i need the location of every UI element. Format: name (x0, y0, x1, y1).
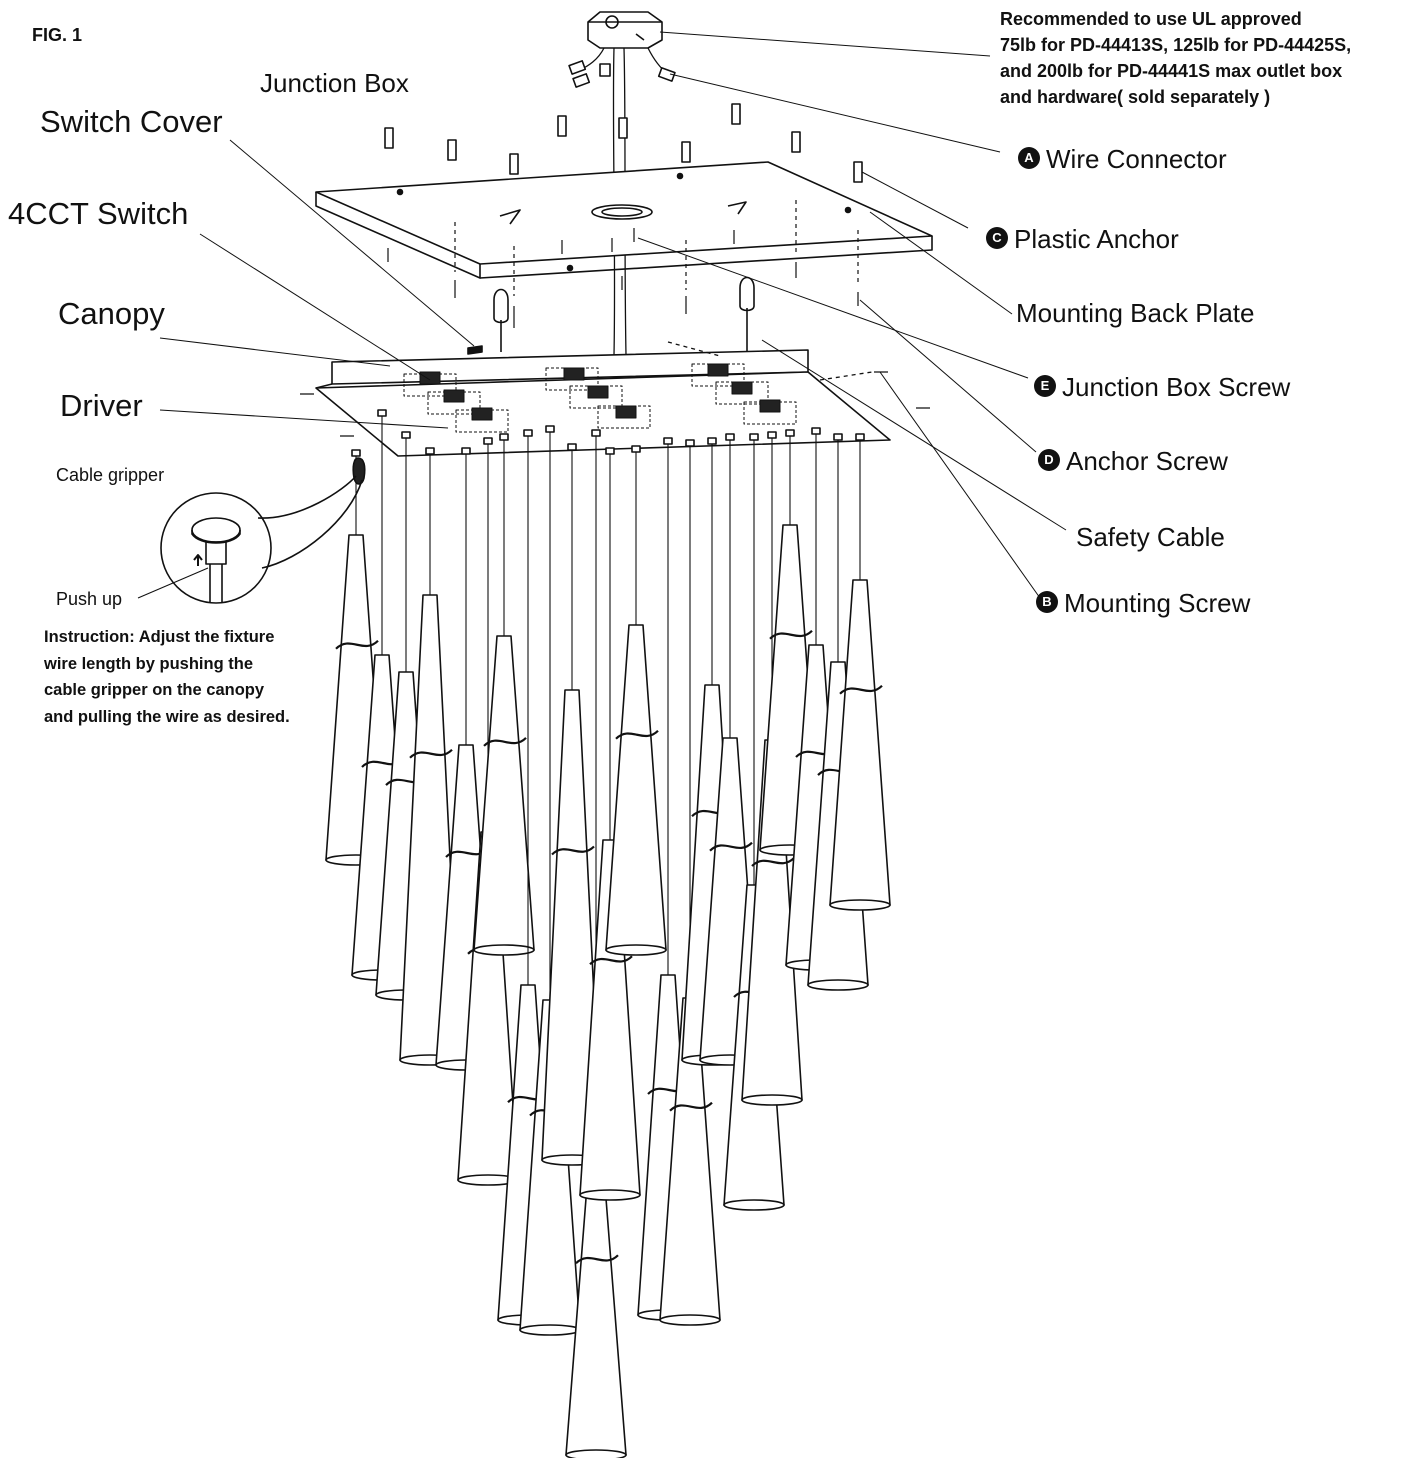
pendant-rim (723, 1199, 785, 1211)
pendant-rim (579, 1189, 641, 1201)
label-cable-gripper: Cable gripper (56, 465, 165, 485)
pendant-cap (545, 425, 555, 433)
pendant-wrap-edge (669, 1101, 713, 1112)
safety-cable-hooks (493, 276, 755, 352)
label-push-up: Push up (56, 589, 123, 609)
pendant-cap (401, 431, 411, 439)
note-line-1: Recommended to use UL approved (1000, 9, 1302, 29)
pendant-rim (519, 1324, 581, 1336)
pendant-wrap-edge (709, 841, 753, 852)
note-line-2: 75lb for PD-44413S, 125lb for PD-44425S, (1000, 35, 1352, 56)
pendant-cap (377, 409, 387, 417)
pendant-cap (461, 447, 471, 455)
pendant-cap (351, 449, 361, 457)
pendant-cap (605, 447, 615, 455)
pendant-cap (833, 433, 843, 441)
label-4cct-switch: 4CCT Switch (8, 196, 189, 231)
pendant-rim (807, 979, 869, 991)
pendant-cap (567, 443, 577, 451)
recommendation-note: Recommended to use UL approved 75lb for … (1000, 6, 1351, 110)
pendant-cap (855, 433, 865, 441)
pendant-rim (829, 899, 891, 911)
pendant-wrap-edge (839, 684, 883, 695)
pendant-rim (741, 1094, 803, 1106)
instruction-line-4: and pulling the wire as desired. (44, 708, 290, 727)
cable-gripper-detail (160, 457, 366, 604)
note-line-4: and hardware( sold separately ) (1000, 87, 1271, 108)
pendant-cap (425, 447, 435, 455)
pendant-cap (591, 429, 601, 437)
pendant-cap (707, 437, 717, 445)
label-safety-cable: Safety Cable (1076, 522, 1225, 552)
pendant-shade (473, 635, 535, 951)
pendant-shades (325, 409, 891, 1458)
pendant-wrap-edge (575, 1254, 619, 1265)
junction-box (587, 11, 663, 49)
instruction-line-2: wire length by pushing the (44, 654, 254, 673)
pendant-wrap-edge (751, 857, 795, 867)
pendant-rim (659, 1314, 721, 1326)
leader-lines (137, 31, 1067, 599)
badge-c-icon: C (986, 227, 1008, 250)
pendant-cap (785, 429, 795, 437)
pendant-cap (523, 429, 533, 437)
label-driver: Driver (60, 388, 143, 423)
pendant-cap (811, 427, 821, 435)
figure-label: FIG. 1 (32, 25, 83, 45)
pendant-shade (605, 624, 667, 951)
label-junction-box: Junction Box (260, 68, 409, 98)
label-canopy: Canopy (58, 296, 165, 331)
pendant-cap (685, 439, 695, 447)
pendant-cap (767, 431, 777, 439)
pendant-cap (663, 437, 673, 445)
pendant-wrap-edge (769, 629, 813, 640)
badge-a-icon: A (1018, 147, 1040, 170)
instruction-line-1: Instruction: Adjust the fixture (44, 628, 275, 646)
pendant-wrap-edge (615, 729, 659, 740)
badge-d-icon: D (1038, 449, 1060, 472)
badge-b-icon: B (1036, 591, 1058, 614)
pendant-rim (565, 1449, 627, 1458)
plastic-anchors (384, 103, 863, 183)
pendant-wrap-edge (409, 748, 453, 759)
pendant-cap (725, 433, 735, 441)
label-switch-cover: Switch Cover (40, 104, 223, 139)
drivers (403, 363, 797, 433)
pendant-wrap-edge (589, 955, 633, 966)
pendant-cap (483, 437, 493, 445)
pendant-rim (473, 944, 535, 956)
note-line-3: and 200lb for PD-44441S max outlet box (1000, 61, 1343, 82)
pendant-wrap-edge (551, 845, 595, 856)
badge-e-icon: E (1034, 375, 1056, 398)
mounting-back-plate (315, 161, 933, 279)
anchor-screws (387, 200, 859, 328)
mounting-screws (300, 341, 930, 437)
pendant-wrap-edge (335, 639, 379, 650)
pendant-rim (605, 944, 667, 956)
pendant-wrap-edge (483, 737, 527, 747)
wire-connectors (568, 60, 676, 88)
pendant-cap (749, 433, 759, 441)
label-mounting-back-plate: Mounting Back Plate (1016, 298, 1255, 328)
instruction-text: Instruction: Adjust the fixture wire len… (44, 624, 290, 731)
pendant-cap (499, 433, 509, 441)
instruction-line-3: cable gripper on the canopy (44, 681, 265, 700)
pendant-cap (631, 445, 641, 453)
